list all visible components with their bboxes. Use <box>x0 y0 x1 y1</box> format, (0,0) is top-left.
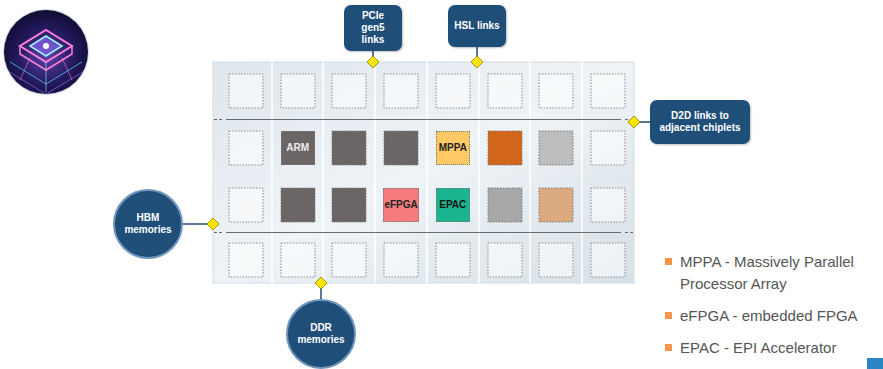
bullet-text: EPAC - EPI Accelerator <box>680 337 878 359</box>
empty-cells <box>229 74 625 277</box>
corner-mark <box>867 358 883 369</box>
node-text: DDR memories <box>292 322 350 346</box>
node-text: PCIe gen5 links <box>349 10 397 46</box>
callout-box: D2D links to adjacent chiplets <box>650 100 750 144</box>
memory-circle: HBM memories <box>113 189 183 259</box>
memory-circle: DDR memories <box>286 299 356 369</box>
node-text: HBM memories <box>119 212 177 236</box>
arm-core-cell: ARM <box>281 131 315 165</box>
bullet-text: eFPGA - embedded FPGA <box>680 305 878 327</box>
chip-illustration <box>0 6 92 98</box>
leader-lines <box>181 47 650 301</box>
node-text: D2D links to adjacent chiplets <box>655 110 745 134</box>
callout-box: PCIe gen5 links <box>344 5 402 51</box>
efpga-cell: eFPGA <box>383 188 419 222</box>
port-diamonds <box>207 56 640 289</box>
node-text: eFPGA <box>384 199 417 211</box>
bullet-text: MPPA - Massively Parallel Processor Arra… <box>680 251 878 295</box>
filled-cells <box>281 131 573 222</box>
node-text: HSL links <box>454 20 499 32</box>
epac-cell: EPAC <box>436 188 470 222</box>
grid-separators <box>214 120 633 233</box>
grid-lines <box>272 62 582 283</box>
bullet-squares <box>665 258 672 351</box>
node-text: EPAC <box>439 199 466 211</box>
mppa-cell: MPPA <box>436 131 470 165</box>
node-text: ARM <box>286 142 309 154</box>
chiplet-panel <box>213 62 634 283</box>
callout-box: HSL links <box>448 5 506 47</box>
node-text: MPPA <box>439 142 467 154</box>
